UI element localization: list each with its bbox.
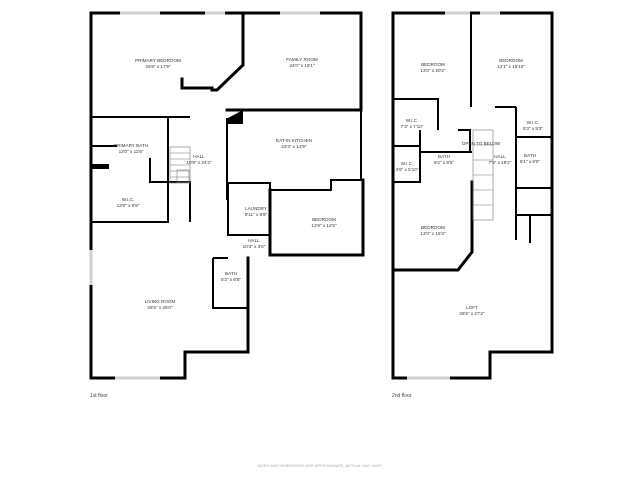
- stairs: [169, 146, 191, 184]
- room-label: W.I.C.5'3" x 5'3": [522, 120, 544, 131]
- room-label: W.I.C.13'0" x 8'9": [116, 197, 140, 208]
- floor-label: 1st floor: [90, 393, 108, 399]
- stairs: [472, 129, 494, 221]
- room-label: OPEN TO BELOW: [461, 141, 501, 146]
- second-floor-walls: [391, 11, 554, 380]
- room-label: W.I.C.7'3" x 7'10": [400, 118, 424, 129]
- disclaimer: SIZES AND DIMENSIONS ARE APPROXIMATE, AC…: [257, 463, 383, 468]
- floor-label: 2nd floor: [392, 393, 412, 399]
- first-floor-walls: [89, 11, 365, 380]
- room-label: W.I.C.4'6" x 5'10": [395, 161, 419, 172]
